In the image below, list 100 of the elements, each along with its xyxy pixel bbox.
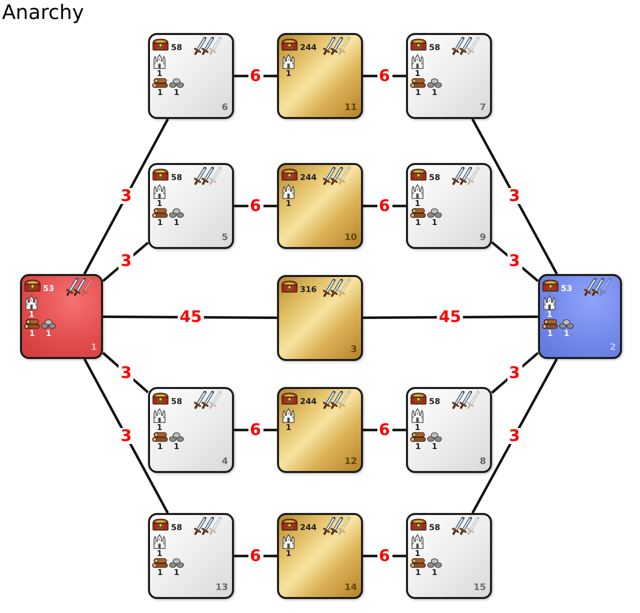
edge-label: 6 [248,422,264,438]
town-count: 1 [156,424,162,432]
town-count: 1 [28,311,34,319]
connector-line [471,358,558,514]
treasure-value: 316 [300,286,317,294]
zone-box [406,33,492,119]
edge-label: 45 [178,309,204,326]
zone-number: 14 [344,584,357,593]
zone-box [148,33,234,119]
treasure-value: 58 [429,524,440,532]
zone-box [277,387,363,473]
ore-count: 1 [432,443,438,451]
town-count: 1 [286,200,292,208]
zone-number: 9 [480,234,486,243]
zone-box [406,513,492,599]
town-count: 1 [156,550,162,558]
zone-number: 2 [610,344,616,353]
wood-count: 1 [29,330,35,338]
zone-box [277,33,363,119]
treasure-value: 58 [171,398,182,406]
zone-number: 7 [480,104,486,113]
zone-box [406,163,492,249]
treasure-value: 244 [300,524,317,532]
edge-label: 3 [118,428,134,444]
zone-box [277,163,363,249]
zone-number: 8 [480,458,486,467]
zone-number: 1 [90,344,97,353]
edge-label: 45 [436,309,464,326]
zone-box [20,274,103,359]
edge-label: 3 [506,188,522,204]
connector-line [83,118,169,275]
ore-count: 1 [432,219,438,227]
wood-count: 1 [157,89,163,97]
treasure-value: 58 [171,174,182,182]
town-count: 1 [156,70,162,78]
zone-box [148,513,234,599]
zone-box [538,274,622,359]
town-count: 1 [546,311,552,319]
treasure-value: 53 [561,285,572,293]
edge-label: 3 [506,428,522,444]
zone-number: 5 [222,234,228,243]
wood-count: 1 [547,330,553,338]
wood-count: 1 [157,443,163,451]
treasure-value: 58 [429,174,440,182]
zone-box [148,163,234,249]
zone-box [277,513,363,599]
wood-count: 1 [415,219,421,227]
town-count: 1 [414,550,420,558]
ore-count: 1 [46,330,52,338]
edge-label: 6 [376,198,392,214]
zone-number: 10 [344,234,357,243]
treasure-value: 244 [300,44,317,52]
edge-label: 3 [118,188,134,204]
treasure-value: 53 [43,285,54,293]
ore-count: 1 [174,89,180,97]
edge-label: 6 [248,198,264,214]
treasure-value: 58 [171,524,182,532]
zone-number: 6 [222,104,228,113]
wood-count: 1 [415,89,421,97]
treasure-value: 58 [429,44,440,52]
zone-number: 11 [344,104,357,113]
town-count: 1 [286,424,292,432]
treasure-value: 58 [171,44,182,52]
treasure-value: 244 [300,398,317,406]
zone-number: 13 [215,584,228,593]
connector-line [83,358,169,514]
ore-count: 1 [564,330,570,338]
treasure-value: 244 [300,174,317,182]
zone-box [148,387,234,473]
town-count: 1 [414,70,420,78]
edge-label: 6 [376,68,392,84]
zone-number: 3 [350,346,357,355]
zone-number: 12 [344,458,357,467]
town-count: 1 [156,200,162,208]
ore-count: 1 [174,443,180,451]
zone-box [406,387,492,473]
diagram-title: Anarchy [2,0,84,24]
wood-count: 1 [157,569,163,577]
wood-count: 1 [415,569,421,577]
town-count: 1 [286,70,292,78]
town-count: 1 [414,200,420,208]
ore-count: 1 [432,569,438,577]
edge-label: 3 [506,253,522,270]
zone-number: 4 [222,458,228,467]
connector-line [471,118,558,275]
town-count: 1 [414,424,420,432]
wood-count: 1 [157,219,163,227]
edge-label: 6 [248,548,264,564]
edge-label: 6 [376,422,392,438]
edge-label: 3 [506,365,522,382]
town-count: 1 [286,550,292,558]
ore-count: 1 [174,569,180,577]
zone-box [277,275,363,361]
ore-count: 1 [174,219,180,227]
edge-label: 6 [248,68,264,84]
edge-label: 3 [118,253,134,270]
zone-number: 15 [473,584,486,593]
edge-label: 6 [376,548,392,564]
wood-count: 1 [415,443,421,451]
ore-count: 1 [432,89,438,97]
